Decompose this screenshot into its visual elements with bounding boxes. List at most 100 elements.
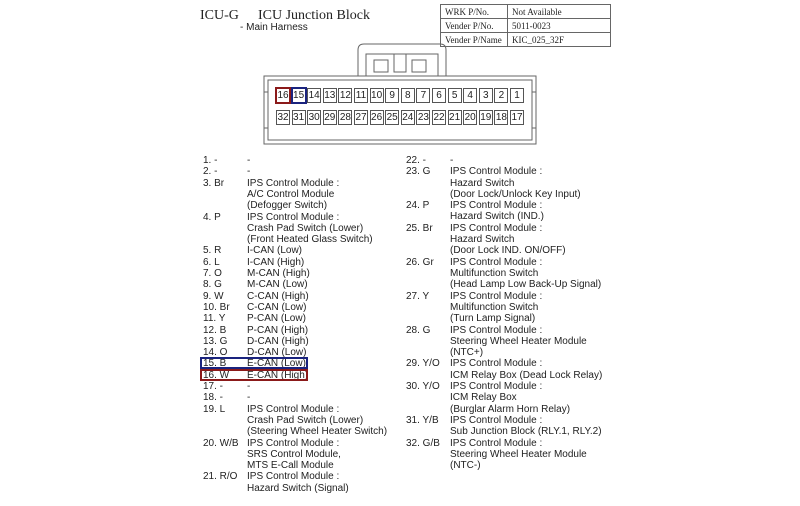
pin-description: (Burglar Alarm Horn Relay) xyxy=(450,403,571,415)
connector-pin-12: 12 xyxy=(338,88,353,103)
connector-pin-29: 29 xyxy=(322,110,337,125)
pin-description: SRS Control Module, xyxy=(247,448,341,460)
connector-pin-10: 10 xyxy=(369,88,384,103)
connector-pin-19: 19 xyxy=(478,110,493,125)
pin-number: 25. Br xyxy=(406,222,433,234)
connector-pin-21: 21 xyxy=(447,110,462,125)
pin-description: Crash Pad Switch (Lower) xyxy=(247,222,364,234)
connector-pin-9: 9 xyxy=(385,88,400,103)
pin-description: (NTC+) xyxy=(450,347,484,359)
pin-description: I-CAN (High) xyxy=(247,256,305,268)
pin-number: 27. Y xyxy=(406,290,430,302)
pin-number: 8. G xyxy=(203,279,222,291)
pin-number: 22. - xyxy=(406,155,427,166)
connector-pin-22: 22 xyxy=(432,110,446,125)
pin-description: - xyxy=(247,381,251,392)
pin-number: 31. Y/B xyxy=(406,414,439,426)
pin-highlight-box xyxy=(200,368,308,381)
pin-number: 29. Y/O xyxy=(406,358,440,370)
pin-description: ICM Relay Box (Dead Lock Relay) xyxy=(450,369,603,381)
info-value: Not Available xyxy=(507,4,611,19)
pin-description: (Front Heated Glass Switch) xyxy=(247,234,373,246)
connector-pin-3: 3 xyxy=(478,88,493,103)
info-key: Vender P/No. xyxy=(440,18,508,33)
info-row: WRK P/No. Not Available xyxy=(440,4,611,19)
info-value: KIC_025_32F xyxy=(507,32,611,47)
connector-pin-24: 24 xyxy=(400,110,415,125)
pin-description: Hazard Switch (Signal) xyxy=(247,482,349,494)
connector-housing xyxy=(263,43,537,145)
pin-number: 21. R/O xyxy=(203,471,238,483)
pin-description: (Door Lock/Unlock Key Input) xyxy=(450,188,581,200)
connector-pin-18: 18 xyxy=(494,110,509,125)
connector-pin-17: 17 xyxy=(510,110,524,125)
pin-description: M-CAN (High) xyxy=(247,268,310,279)
connector-pin-23: 23 xyxy=(416,110,431,125)
pin-description: Hazard Switch xyxy=(450,177,515,189)
connector-pin-6: 6 xyxy=(432,88,446,103)
pin-description: D-CAN (Low) xyxy=(247,347,307,359)
pin-description: IPS Control Module : xyxy=(450,437,543,449)
pin-description: Steering Wheel Heater Module xyxy=(450,448,587,460)
connector-pin-1: 1 xyxy=(510,88,524,103)
pin-number: 2. - xyxy=(203,166,218,178)
pin-description: E-CAN (High) xyxy=(247,369,309,381)
pin-description: M-CAN (Low) xyxy=(247,279,308,291)
pin-description: (Turn Lamp Signal) xyxy=(450,313,536,325)
connector-pin-30: 30 xyxy=(307,110,322,125)
pin-number: 15. B xyxy=(203,358,227,370)
pin-number: 26. Gr xyxy=(406,256,434,268)
pin-number: 1. - xyxy=(203,155,218,166)
connector-code: ICU-G xyxy=(200,8,239,23)
pin-number: 30. Y/O xyxy=(406,381,440,392)
connector-pin-28: 28 xyxy=(338,110,353,125)
connector-pin-26: 26 xyxy=(369,110,384,125)
pin-description: D-CAN (High) xyxy=(247,335,309,347)
pin-number: 24. P xyxy=(406,200,430,212)
connector-pin-32: 32 xyxy=(276,110,290,125)
pin-description: IPS Control Module : xyxy=(450,324,543,336)
pin-number: 16. W xyxy=(203,369,230,381)
pin-number: 3. Br xyxy=(203,177,225,189)
pin-description: Sub Junction Block (RLY.1, RLY.2) xyxy=(450,426,602,438)
connector-pin-27: 27 xyxy=(354,110,368,125)
pin-description: A/C Control Module xyxy=(247,188,335,200)
pin-description: IPS Control Module : xyxy=(450,222,543,234)
pin-description: Multifunction Switch xyxy=(450,267,539,279)
pin-description: IPS Control Module : xyxy=(247,211,340,223)
pin-description: Steering Wheel Heater Module xyxy=(450,335,587,347)
pin-description: IPS Control Module : xyxy=(450,414,543,426)
pin-description: MTS E-Call Module xyxy=(247,460,334,472)
info-row: Vender P/Name KIC_025_32F xyxy=(440,32,611,47)
connector-pin-16: 16 xyxy=(275,87,291,104)
page-title: ICU Junction Block xyxy=(258,8,370,23)
pin-description: - xyxy=(247,155,251,166)
pin-number: 5. R xyxy=(203,245,222,257)
connector-pin-20: 20 xyxy=(463,110,478,125)
pin-number: 28. G xyxy=(406,324,431,336)
connector-pin-13: 13 xyxy=(322,88,337,103)
connector-pin-8: 8 xyxy=(400,88,415,103)
pin-description: P-CAN (High) xyxy=(247,324,309,336)
pin-description: IPS Control Module : xyxy=(450,166,543,178)
pin-description: - xyxy=(247,392,251,404)
connector-pin-5: 5 xyxy=(447,88,462,103)
pin-number: 23. G xyxy=(406,166,431,178)
pin-number: 6. L xyxy=(203,256,220,268)
connector-pin-14: 14 xyxy=(307,88,322,103)
pin-description: IPS Control Module : xyxy=(247,177,340,189)
pin-number: 14. O xyxy=(203,347,228,359)
pin-description: (Steering Wheel Heater Switch) xyxy=(247,426,388,438)
pin-description: IPS Control Module : xyxy=(450,200,543,212)
pin-description: Hazard Switch (IND.) xyxy=(450,211,544,223)
pin-description: IPS Control Module : xyxy=(450,358,543,370)
connector-pin-2: 2 xyxy=(494,88,509,103)
pin-number: 11. Y xyxy=(203,313,226,325)
pin-description: Hazard Switch xyxy=(450,234,515,246)
pin-description: I-CAN (Low) xyxy=(247,245,303,257)
pin-description: C-CAN (Low) xyxy=(247,301,307,313)
pin-description: IPS Control Module : xyxy=(450,381,543,392)
pin-number: 4. P xyxy=(203,211,221,223)
pin-description: IPS Control Module : xyxy=(247,403,340,415)
pin-highlight-box xyxy=(200,357,308,370)
